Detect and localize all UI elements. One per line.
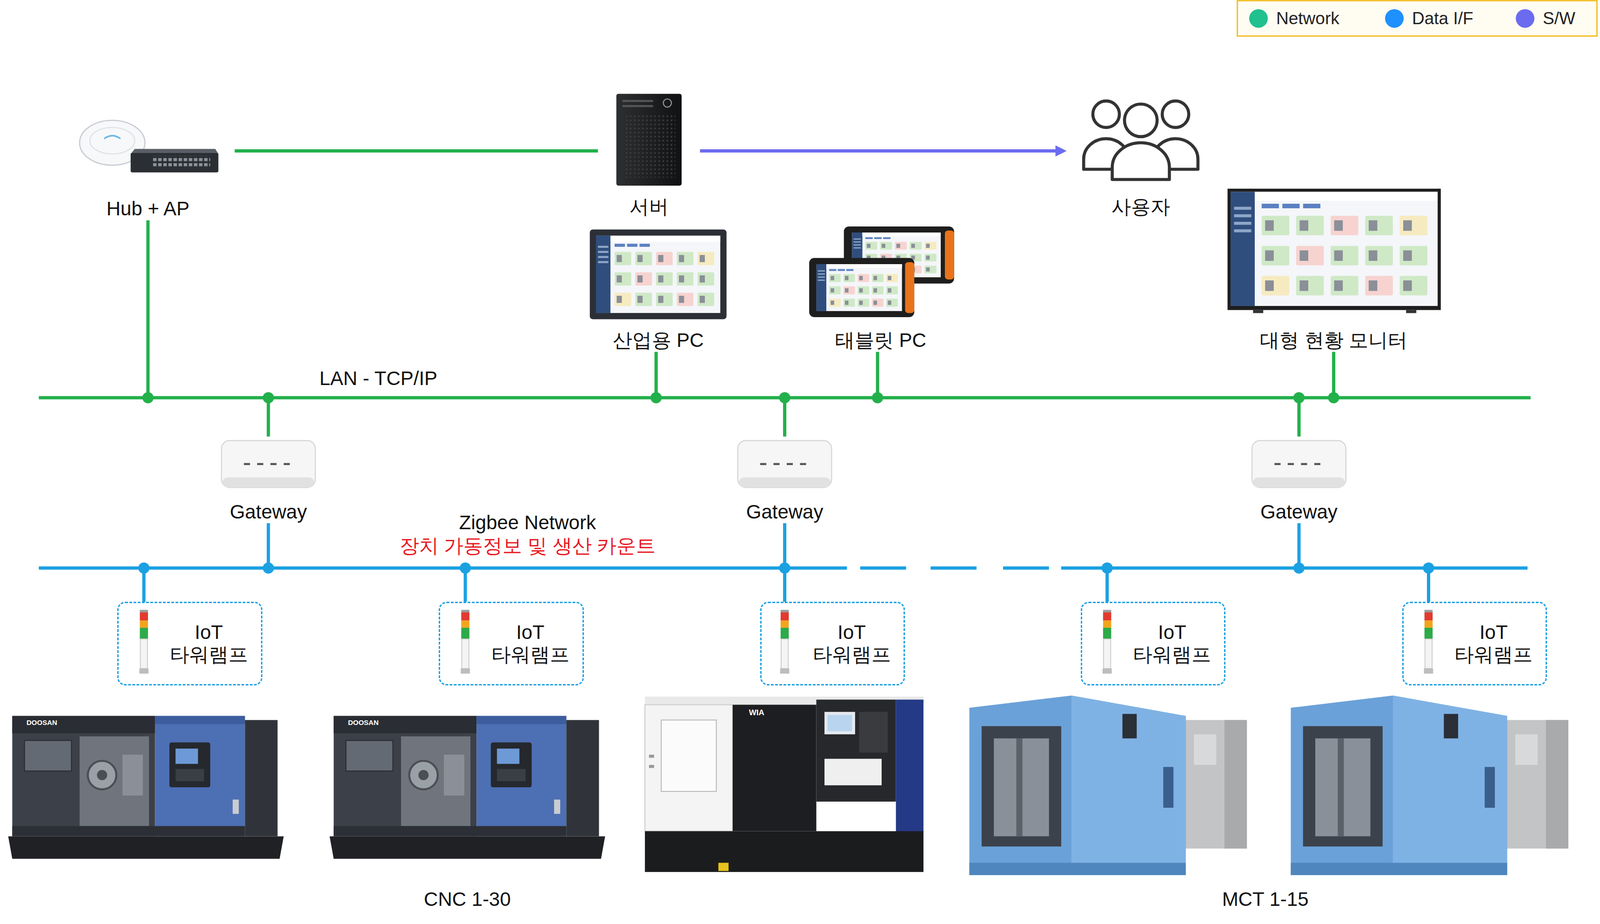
gateway-node: Gateway xyxy=(217,436,320,524)
node-label: IoT 타워램프 xyxy=(169,621,248,667)
node-label: Gateway xyxy=(1260,501,1338,524)
node-label: Zigbee Network xyxy=(459,511,596,535)
network-connector xyxy=(146,220,150,397)
node-label: LAN - TCP/IP xyxy=(319,367,438,390)
node-label: Gateway xyxy=(229,501,308,524)
network-connector xyxy=(463,569,468,603)
machine-group: MCT 1-15 xyxy=(959,688,1572,911)
legend-text: Network xyxy=(1276,8,1340,28)
node-label: 태블릿 PC xyxy=(835,329,927,352)
node-label: 산업용 PC xyxy=(612,329,704,352)
node-label: IoT 타워램프 xyxy=(812,621,891,667)
node-label: MCT 1-15 xyxy=(1222,888,1309,911)
node-label: Gateway xyxy=(746,501,824,524)
industrial-pc-node: 산업용 PC xyxy=(584,225,732,353)
legend-item: Data I/F xyxy=(1385,8,1474,28)
tower-lamp-box: IoT 타워램프 xyxy=(760,602,905,686)
network-connector xyxy=(1297,399,1301,437)
brand-label: DOOSAN xyxy=(348,719,379,727)
network-connector xyxy=(266,523,270,567)
node-label: CNC 1-30 xyxy=(423,888,511,911)
gateway-node: Gateway xyxy=(733,436,836,524)
node-label: IoT 타워램프 xyxy=(491,621,570,667)
gateway-node: Gateway xyxy=(1247,436,1350,524)
network-connector xyxy=(234,149,598,153)
legend-item: Network xyxy=(1249,8,1340,28)
node-label: Hub + AP xyxy=(106,197,190,221)
tower-lamp-box: IoT 타워램프 xyxy=(1402,602,1547,686)
node-label: 서버 xyxy=(629,195,669,219)
network-connector xyxy=(654,352,658,397)
zigbee-bus: Zigbee Network장치 가동정보 및 생산 카운트 xyxy=(38,566,1528,570)
network-connector xyxy=(783,569,787,603)
network-connector xyxy=(1426,569,1431,603)
legend-swatch xyxy=(1385,9,1404,28)
legend-swatch xyxy=(1515,9,1535,28)
tower-lamp-box: IoT 타워램프 xyxy=(1080,602,1226,686)
node-label: 사용자 xyxy=(1111,195,1171,219)
node-label: IoT 타워램프 xyxy=(1454,621,1533,667)
legend-item: S/W xyxy=(1515,8,1576,28)
server-node: 서버 xyxy=(610,87,689,219)
machine-group: CNC 1-30 xyxy=(8,688,927,911)
network-connector xyxy=(1297,523,1301,567)
brand-label: DOOSAN xyxy=(26,719,58,727)
legend-text: S/W xyxy=(1542,8,1576,28)
network-connector xyxy=(783,399,787,437)
users-node: 사용자 xyxy=(1075,89,1207,219)
legend-swatch xyxy=(1249,9,1268,28)
network-connector xyxy=(266,399,270,437)
network-connector xyxy=(783,523,787,567)
node-label: IoT 타워램프 xyxy=(1132,621,1212,667)
tower-lamp-box: IoT 타워램프 xyxy=(438,602,584,686)
legend-text: Data I/F xyxy=(1412,8,1474,28)
node-label: 대형 현황 모니터 xyxy=(1259,329,1408,352)
status-monitor-node: 대형 현황 모니터 xyxy=(1223,184,1445,353)
network-connector xyxy=(142,569,146,603)
node-label: 장치 가동정보 및 생산 카운트 xyxy=(399,535,657,558)
hub-ap-node: Hub + AP xyxy=(73,110,223,221)
network-connector xyxy=(1105,569,1109,603)
legend-box: Network Data I/F S/W xyxy=(1236,0,1598,37)
tablet-pc-node: 태블릿 PC xyxy=(803,222,958,353)
network-connector xyxy=(876,352,880,397)
network-connector xyxy=(1332,352,1336,397)
network-connector xyxy=(700,149,1064,153)
brand-label: WIA xyxy=(749,709,765,717)
lan-bus: LAN - TCP/IP xyxy=(38,396,1531,400)
tower-lamp-box: IoT 타워램프 xyxy=(117,602,262,686)
